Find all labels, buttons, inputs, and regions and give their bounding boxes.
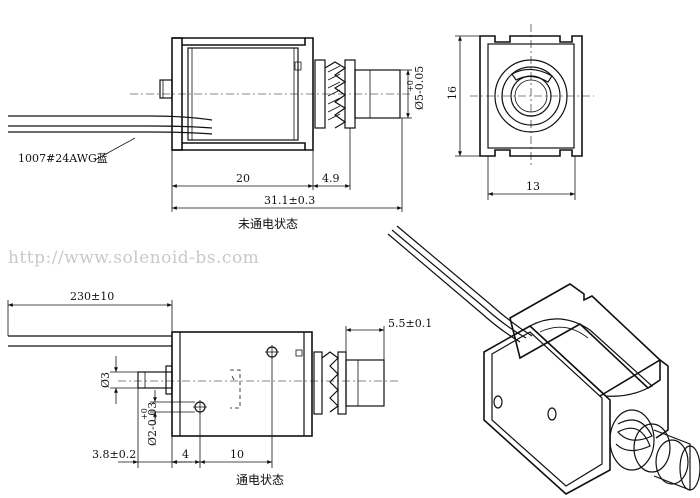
wire-spec-label: 1007#24AWG蓝 <box>18 152 108 165</box>
caption-energized: 通电状态 <box>236 473 284 487</box>
dim-plunger-diameter: Ø5-0.05 <box>413 66 426 110</box>
bottom-view: 230±10 5.5±0.1 Ø3 Ø2-0.03 +0 3.8±0.2 4 1… <box>7 290 432 487</box>
dim-plunger-tolerance: +0 <box>406 80 415 92</box>
dim-stroke: 4.9 <box>322 172 340 185</box>
dim-wire-length: 230±10 <box>70 290 114 303</box>
dim-hole-tolerance: +0 <box>140 408 149 420</box>
dim-rear-pin-length: 3.8±0.2 <box>92 448 136 461</box>
dim-end-width: 13 <box>526 180 540 193</box>
dim-plunger-extension: 5.5±0.1 <box>388 317 432 330</box>
dim-hole-pitch: 10 <box>230 448 244 461</box>
end-view: 16 13 <box>446 24 594 200</box>
top-view: 1007#24AWG蓝 20 4.9 31.1±0.3 Ø5-0.05 +0 未… <box>8 37 426 231</box>
dim-end-height: 16 <box>446 86 459 100</box>
dim-rear-pin-diameter: Ø3 <box>99 372 112 388</box>
dim-total-length: 31.1±0.3 <box>264 194 315 207</box>
dim-hole-diameter: Ø2-0.03 <box>146 402 159 446</box>
dim-hole-offset: 4 <box>182 448 189 461</box>
isometric-view <box>387 225 700 495</box>
caption-de-energized: 未通电状态 <box>238 217 298 231</box>
dim-body-length: 20 <box>236 172 250 185</box>
watermark-url: http://www.solenoid-bs.com <box>8 248 259 268</box>
